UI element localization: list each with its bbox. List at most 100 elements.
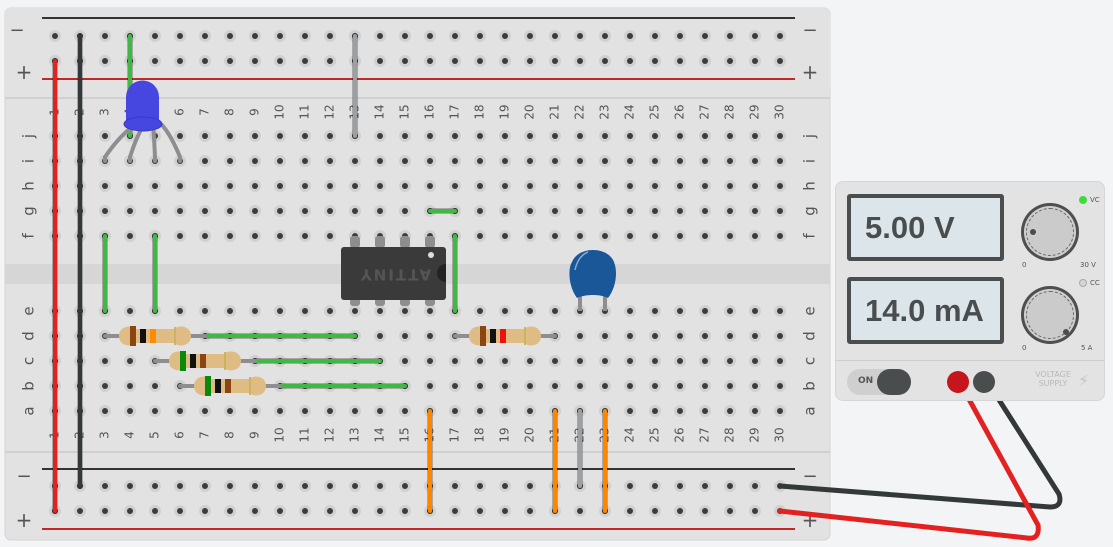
hole[interactable] bbox=[177, 33, 183, 39]
hole[interactable] bbox=[402, 58, 408, 64]
hole[interactable] bbox=[327, 183, 333, 189]
hole[interactable] bbox=[727, 133, 733, 139]
hole[interactable] bbox=[652, 233, 658, 239]
hole[interactable] bbox=[602, 33, 608, 39]
hole[interactable] bbox=[502, 308, 508, 314]
hole[interactable] bbox=[677, 308, 683, 314]
hole[interactable] bbox=[677, 33, 683, 39]
hole[interactable] bbox=[127, 208, 133, 214]
hole[interactable] bbox=[402, 333, 408, 339]
hole[interactable] bbox=[252, 308, 258, 314]
hole[interactable] bbox=[527, 233, 533, 239]
hole[interactable] bbox=[102, 383, 108, 389]
hole[interactable] bbox=[102, 508, 108, 514]
hole[interactable] bbox=[477, 483, 483, 489]
hole[interactable] bbox=[427, 333, 433, 339]
hole[interactable] bbox=[277, 483, 283, 489]
hole[interactable] bbox=[702, 233, 708, 239]
hole[interactable] bbox=[677, 133, 683, 139]
hole[interactable] bbox=[627, 333, 633, 339]
hole[interactable] bbox=[727, 58, 733, 64]
hole[interactable] bbox=[477, 383, 483, 389]
hole[interactable] bbox=[752, 408, 758, 414]
hole[interactable] bbox=[652, 33, 658, 39]
hole[interactable] bbox=[727, 508, 733, 514]
black-power-lead[interactable] bbox=[777, 378, 1063, 510]
hole[interactable] bbox=[527, 33, 533, 39]
hole[interactable] bbox=[502, 358, 508, 364]
hole[interactable] bbox=[477, 183, 483, 189]
hole[interactable] bbox=[552, 133, 558, 139]
hole[interactable] bbox=[752, 383, 758, 389]
hole[interactable] bbox=[427, 133, 433, 139]
hole[interactable] bbox=[352, 308, 358, 314]
hole[interactable] bbox=[677, 208, 683, 214]
hole[interactable] bbox=[677, 233, 683, 239]
hole[interactable] bbox=[752, 133, 758, 139]
hole[interactable] bbox=[377, 183, 383, 189]
hole[interactable] bbox=[777, 208, 783, 214]
hole[interactable] bbox=[477, 33, 483, 39]
hole[interactable] bbox=[427, 358, 433, 364]
hole[interactable] bbox=[377, 33, 383, 39]
hole[interactable] bbox=[652, 58, 658, 64]
hole[interactable] bbox=[52, 33, 58, 39]
hole[interactable] bbox=[127, 183, 133, 189]
hole[interactable] bbox=[752, 333, 758, 339]
hole[interactable] bbox=[252, 233, 258, 239]
hole[interactable] bbox=[502, 58, 508, 64]
hole[interactable] bbox=[102, 133, 108, 139]
hole[interactable] bbox=[477, 208, 483, 214]
hole[interactable] bbox=[227, 158, 233, 164]
hole[interactable] bbox=[752, 508, 758, 514]
hole[interactable] bbox=[177, 58, 183, 64]
hole[interactable] bbox=[402, 358, 408, 364]
hole[interactable] bbox=[102, 483, 108, 489]
hole[interactable] bbox=[627, 483, 633, 489]
hole[interactable] bbox=[227, 58, 233, 64]
hole[interactable] bbox=[327, 133, 333, 139]
hole[interactable] bbox=[502, 508, 508, 514]
hole[interactable] bbox=[252, 483, 258, 489]
hole[interactable] bbox=[502, 208, 508, 214]
hole[interactable] bbox=[602, 58, 608, 64]
hole[interactable] bbox=[327, 158, 333, 164]
hole[interactable] bbox=[502, 383, 508, 389]
hole[interactable] bbox=[352, 183, 358, 189]
hole[interactable] bbox=[602, 383, 608, 389]
hole[interactable] bbox=[777, 158, 783, 164]
hole[interactable] bbox=[652, 183, 658, 189]
hole[interactable] bbox=[277, 33, 283, 39]
hole[interactable] bbox=[277, 133, 283, 139]
hole[interactable] bbox=[127, 508, 133, 514]
hole[interactable] bbox=[677, 483, 683, 489]
hole[interactable] bbox=[127, 383, 133, 389]
hole[interactable] bbox=[527, 208, 533, 214]
hole[interactable] bbox=[327, 408, 333, 414]
hole[interactable] bbox=[727, 308, 733, 314]
hole[interactable] bbox=[452, 183, 458, 189]
hole[interactable] bbox=[527, 483, 533, 489]
hole[interactable] bbox=[727, 333, 733, 339]
hole[interactable] bbox=[252, 208, 258, 214]
hole[interactable] bbox=[752, 233, 758, 239]
hole[interactable] bbox=[327, 308, 333, 314]
hole[interactable] bbox=[777, 333, 783, 339]
hole[interactable] bbox=[452, 133, 458, 139]
hole[interactable] bbox=[152, 483, 158, 489]
hole[interactable] bbox=[602, 233, 608, 239]
hole[interactable] bbox=[377, 58, 383, 64]
hole[interactable] bbox=[577, 158, 583, 164]
hole[interactable] bbox=[777, 33, 783, 39]
hole[interactable] bbox=[727, 208, 733, 214]
positive-terminal[interactable] bbox=[947, 371, 969, 393]
hole[interactable] bbox=[702, 183, 708, 189]
hole[interactable] bbox=[677, 508, 683, 514]
hole[interactable] bbox=[677, 333, 683, 339]
hole[interactable] bbox=[402, 508, 408, 514]
hole[interactable] bbox=[427, 58, 433, 64]
hole[interactable] bbox=[627, 33, 633, 39]
hole[interactable] bbox=[527, 358, 533, 364]
hole[interactable] bbox=[752, 358, 758, 364]
hole[interactable] bbox=[702, 133, 708, 139]
